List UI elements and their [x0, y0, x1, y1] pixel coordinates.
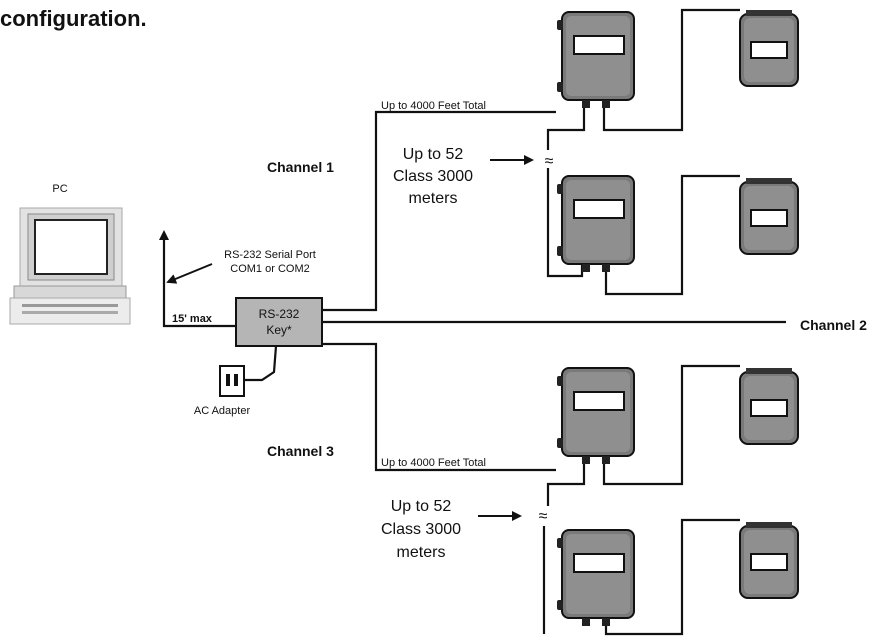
- channel-1-meter-word: meters: [409, 190, 458, 207]
- ac-adapter-cord: [244, 345, 278, 382]
- channel-1-label: Channel 1: [267, 159, 334, 175]
- channel-3-line: [322, 342, 556, 472]
- channel-3-meter-class: Class 3000: [381, 521, 461, 538]
- channel-3-meter-3-icon: [556, 529, 635, 627]
- com-port-label: COM1 or COM2: [230, 263, 309, 275]
- pc-label: PC: [52, 183, 67, 195]
- channel-3-link-b: [604, 518, 740, 636]
- channel-1-break-symbol: ≈: [545, 153, 554, 170]
- channel-1-meter-3-icon: [556, 175, 635, 273]
- channel-1-bus-upper: [546, 104, 586, 150]
- cable-length-label: 15' max: [172, 313, 213, 325]
- ac-adapter-label: AC Adapter: [194, 405, 251, 417]
- channel-2-label: Channel 2: [800, 317, 867, 333]
- channel-3-distance-label: Up to 4000 Feet Total: [381, 457, 486, 469]
- channel-3-meter-4-icon: [739, 521, 799, 599]
- channel-1-meter-2-icon: [739, 9, 799, 87]
- channel-1-meter-class: Class 3000: [393, 168, 473, 185]
- channel-1-line: [322, 110, 556, 312]
- channel-1-distance-label: Up to 4000 Feet Total: [381, 100, 486, 112]
- channel-1-meter-count: Up to 52: [403, 146, 464, 163]
- pc-computer-icon: [9, 207, 131, 325]
- channel-3-meter-1-icon: [556, 367, 635, 465]
- channel-3-label: Channel 3: [267, 443, 334, 459]
- channel-3-break-symbol: ≈: [539, 508, 548, 525]
- ac-outlet-icon: [219, 365, 245, 397]
- channel-1-meter-4-icon: [739, 177, 799, 255]
- channel-3-meter-2-icon: [739, 367, 799, 445]
- rs232-key: RS-232 Key*: [235, 297, 323, 347]
- channel-3-meter-word: meters: [397, 544, 446, 561]
- channel-1-link-a: [602, 8, 740, 132]
- serial-port-label: RS-232 Serial Port: [224, 249, 316, 261]
- key-label-line1: RS-232: [259, 307, 300, 321]
- diagram-title: configuration.: [0, 6, 147, 31]
- channel-3-meter-count: Up to 52: [391, 498, 452, 515]
- channel-3-bus-upper: [546, 460, 586, 506]
- channel-1-meter-1-icon: [556, 11, 635, 109]
- pc-cable: [162, 236, 236, 328]
- channel-3-link-a: [602, 364, 740, 486]
- serial-port-arrow: [166, 263, 213, 284]
- key-label-line2: Key*: [266, 323, 292, 337]
- channel-1-link-b: [604, 174, 740, 296]
